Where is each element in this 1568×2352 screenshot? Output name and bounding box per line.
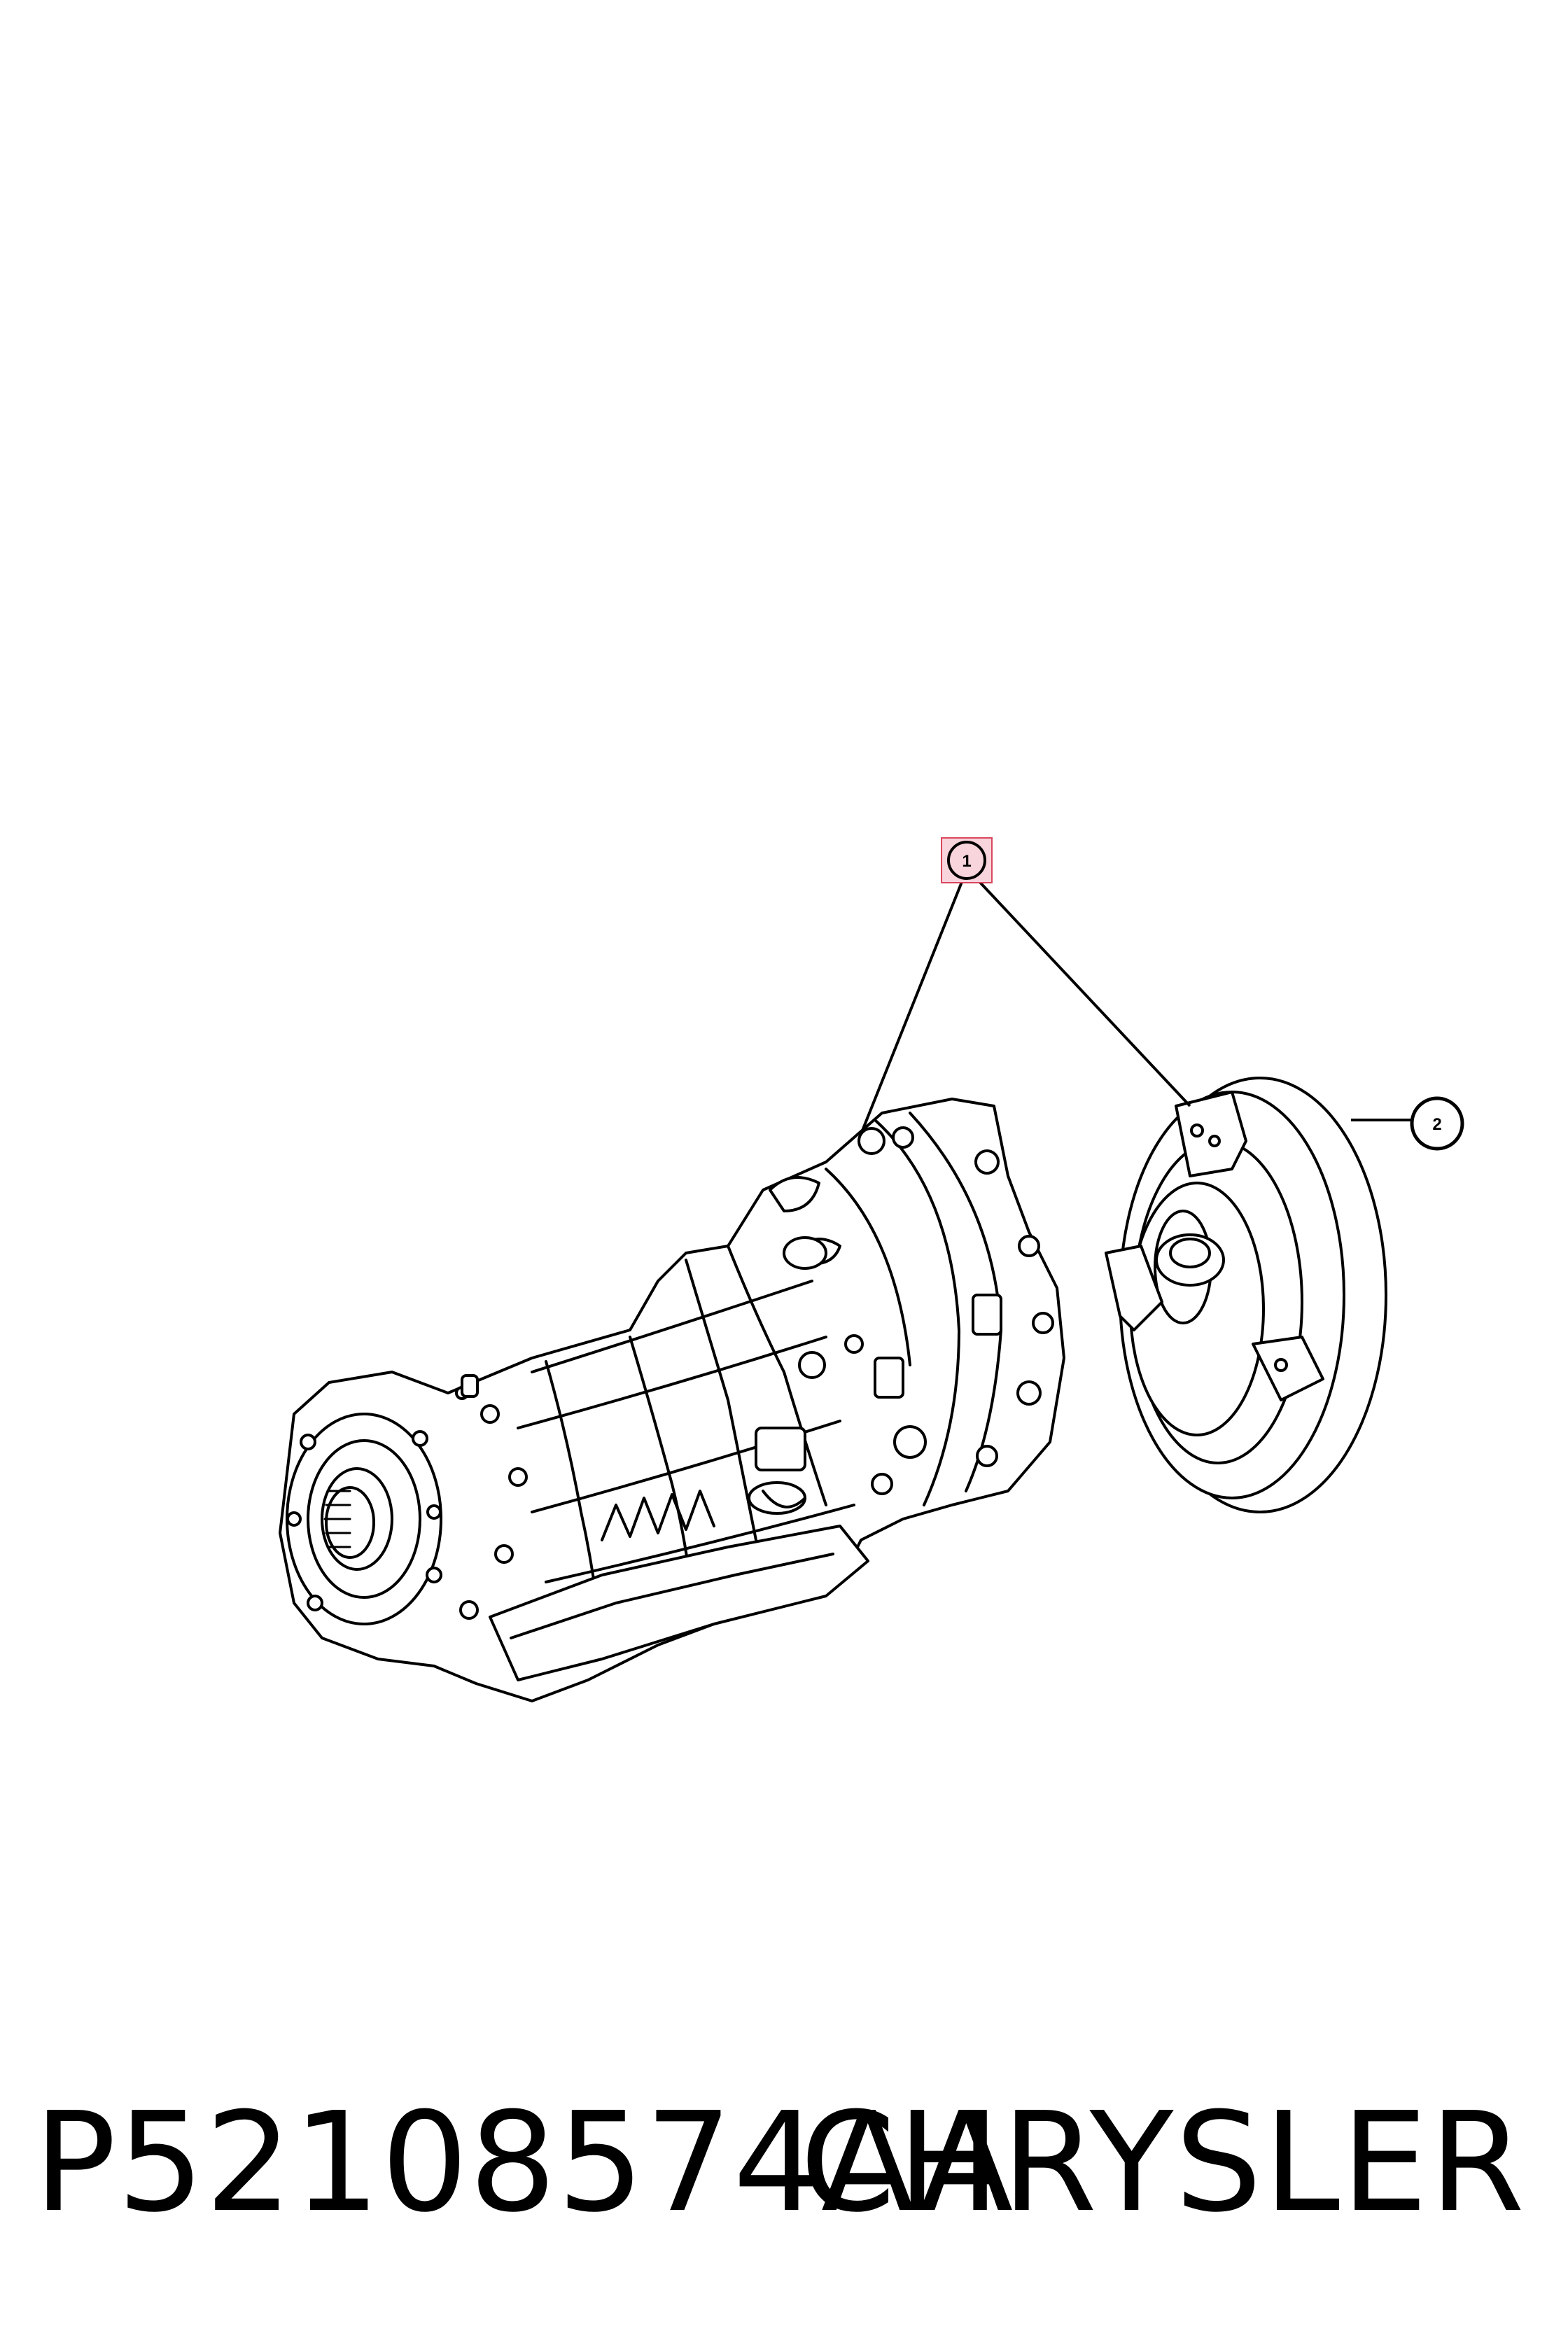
callout-2-label: 2 <box>1432 1115 1441 1134</box>
part-number: P52108574AA <box>34 2083 1014 2243</box>
torque-converter <box>1105 1077 1387 1513</box>
leader-lines <box>860 875 1421 1135</box>
callout-2[interactable]: 2 <box>1410 1096 1464 1151</box>
callout-1-label: 1 <box>962 852 971 871</box>
brand-name: CHRYSLER <box>799 2083 1526 2243</box>
footer-caption: P52108574AA CHRYSLER <box>0 2072 1568 2254</box>
callout-2-circle <box>1410 1096 1464 1151</box>
callout-1-circle <box>947 841 986 880</box>
callout-1[interactable]: 1 <box>941 837 993 883</box>
transmission-assembly <box>279 1098 1065 1702</box>
